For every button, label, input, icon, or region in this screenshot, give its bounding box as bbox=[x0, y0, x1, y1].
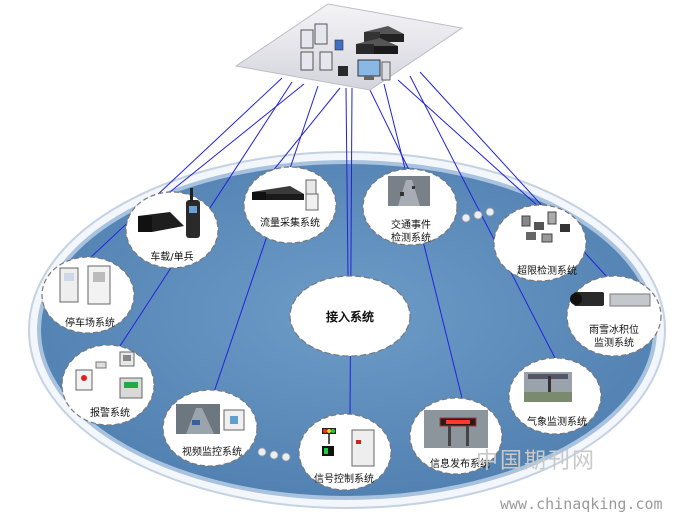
node-weather: 气象监测系统 bbox=[508, 357, 602, 435]
link-incident bbox=[367, 85, 411, 173]
node-center-access: 接入系统 bbox=[289, 275, 411, 357]
node-overload: 超限检测系统 bbox=[493, 204, 587, 282]
node-label-info-release: 信息发布系统 bbox=[430, 457, 490, 470]
watermark-site-name: 中国期刊网 bbox=[476, 449, 596, 474]
watermark: 中国期刊网 www.chinaqking.com bbox=[476, 449, 663, 513]
rack-equipment-icon bbox=[356, 26, 404, 54]
node-signal: 信号控制系统 bbox=[298, 413, 392, 491]
weather-station-image-icon bbox=[524, 372, 572, 402]
center-label: 接入系统 bbox=[326, 309, 374, 324]
link-signal bbox=[349, 87, 353, 417]
ellipsis-dots-top bbox=[461, 207, 495, 223]
node-parking: 停车场系统 bbox=[41, 256, 135, 334]
node-video: 视频监控系统 bbox=[162, 389, 258, 467]
node-label-incident: 交通事件检测系统 bbox=[391, 218, 431, 244]
node-label-video: 视频监控系统 bbox=[182, 445, 242, 458]
node-label-traffic-flow: 流量采集系统 bbox=[260, 216, 320, 229]
link-traffic-flow bbox=[271, 87, 341, 173]
server-cluster bbox=[234, 3, 464, 91]
node-vehicle: 车载/单兵 bbox=[125, 188, 219, 269]
node-alarm: 报警系统 bbox=[61, 344, 155, 426]
node-label-overload: 超限检测系统 bbox=[517, 264, 577, 277]
watermark-url: www.chinaqking.com bbox=[500, 495, 663, 513]
link-vehicle bbox=[159, 83, 305, 201]
ellipsis-dots-bottom bbox=[257, 447, 291, 462]
camera-recorder-icon bbox=[252, 179, 319, 211]
link-parking bbox=[89, 77, 283, 259]
monitor-icon bbox=[338, 59, 391, 81]
node-label-vehicle: 车载/单兵 bbox=[150, 250, 193, 263]
parking-terminal-icon bbox=[59, 265, 111, 305]
node-label-parking: 停车场系统 bbox=[65, 316, 115, 329]
link-weather bbox=[409, 75, 556, 359]
link-overload bbox=[397, 79, 541, 209]
node-info-release: 信息发布系统 bbox=[409, 397, 503, 475]
road-camera-image-icon bbox=[388, 176, 430, 206]
alarm-devices-icon bbox=[75, 351, 143, 399]
node-label-alarm: 报警系统 bbox=[90, 406, 130, 419]
link-center bbox=[345, 87, 349, 277]
server-platform bbox=[234, 3, 464, 91]
node-traffic-flow: 流量采集系统 bbox=[243, 166, 337, 244]
sensor-devices-icon bbox=[521, 211, 570, 243]
node-incident: 交通事件检测系统 bbox=[362, 168, 458, 246]
vms-sign-image-icon bbox=[424, 410, 488, 448]
traffic-light-icon bbox=[322, 428, 375, 467]
server-icon bbox=[300, 23, 344, 71]
surveillance-image-icon bbox=[176, 404, 245, 434]
node-label-signal: 信号控制系统 bbox=[314, 472, 374, 485]
node-snow-ice: 雨雪冰积位监测系统 bbox=[566, 275, 662, 357]
radio-device-icon bbox=[138, 188, 200, 238]
subsystem-nodes: 停车场系统 车载/单兵 流量采集系统 bbox=[41, 166, 662, 491]
node-label-snow-ice: 雨雪冰积位监测系统 bbox=[589, 323, 639, 349]
node-label-weather: 气象监测系统 bbox=[527, 415, 587, 428]
weather-camera-icon bbox=[570, 292, 651, 307]
